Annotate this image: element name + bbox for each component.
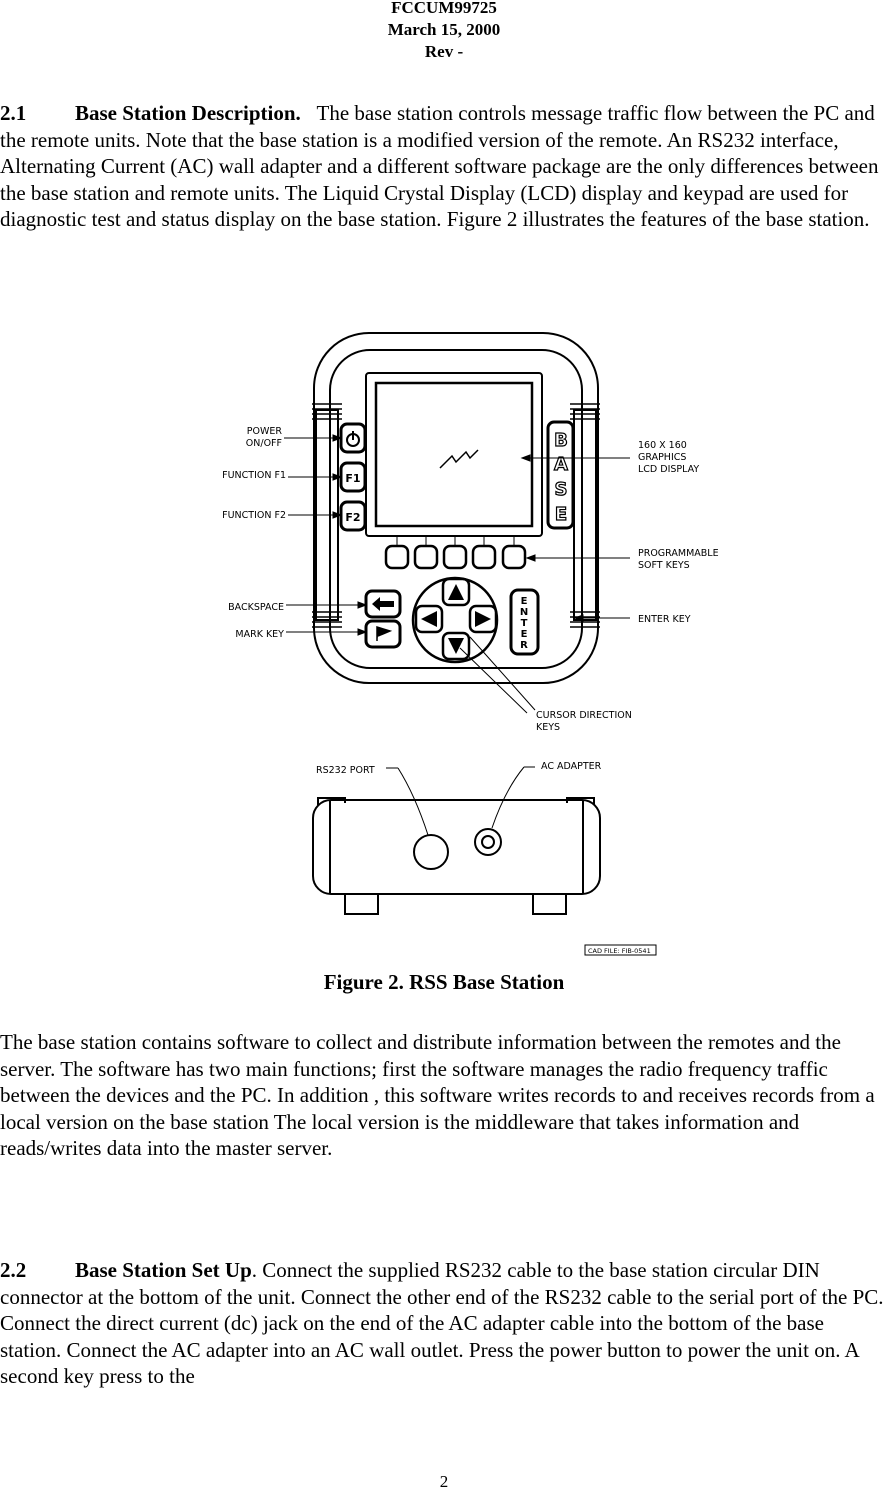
base-station-figure: F1 F2 B A S E [222,332,719,956]
label-function-f2: FUNCTION F2 [222,510,286,521]
label-backspace: BACKSPACE [228,602,284,613]
label-cursor-line2: KEYS [536,722,560,733]
software-paragraph: The base station contains software to co… [0,1030,875,1160]
enter-letter-5: R [520,640,528,651]
right-grip [573,409,597,621]
backspace-key [364,589,402,619]
base-letter-a: A [554,454,568,475]
label-cursor-line1: CURSOR DIRECTION [536,710,632,721]
page-number: 2 [439,1472,449,1491]
grip-ridges [312,403,600,628]
label-power-line2: ON/OFF [246,438,282,449]
mark-key [364,619,402,649]
base-letter-s: S [555,479,568,500]
section-2-1: 2.1 Base Station Description. The base st… [0,100,884,233]
cursor-direction-pad [411,576,499,664]
section-title: Base Station Description. [75,101,301,125]
base-badge: B A S E [546,420,575,530]
label-lcd-line2: GRAPHICS [638,452,686,463]
f2-key: F2 [339,500,367,532]
label-lcd-line3: LCD DISPLAY [638,464,699,475]
soft-keys [384,544,527,570]
label-soft-keys-line1: PROGRAMMABLE [638,548,719,559]
enter-letter-4: E [521,629,528,640]
device-inner-shell [329,349,583,669]
f1-key-label: F1 [345,472,360,485]
section-body: The base station controls message traffi… [0,101,879,231]
document-date: March 15, 2000 [387,20,501,39]
device-outer-shell [313,332,599,684]
label-mark-key: MARK KEY [235,629,284,640]
figure-caption: Figure 2. RSS Base Station [323,970,565,994]
ac-adapter-jack [474,828,502,856]
enter-key: E N T E R [509,588,540,656]
enter-letter-1: E [521,596,528,607]
document-revision: Rev - [424,42,464,61]
rs232-port [413,834,449,870]
power-key [339,422,367,454]
lcd-screen [374,381,534,528]
document-id: FCCUM99725 [391,0,497,17]
f1-key: F1 [339,461,367,493]
enter-letter-2: N [520,607,528,618]
label-soft-keys-line2: SOFT KEYS [638,560,690,571]
lcd-bezel [365,372,543,537]
label-enter-key: ENTER KEY [638,614,691,625]
label-power-line1: POWER [247,426,283,437]
base-letter-b: B [554,430,568,451]
f2-key-label: F2 [345,511,360,524]
section-number: 2.2 [0,1258,27,1282]
lcd-scribble [439,449,479,469]
label-lcd-line1: 160 X 160 [638,440,687,451]
section-body: . Connect the supplied RS232 cable to th… [0,1258,884,1388]
label-rs232-port: RS232 PORT [316,765,375,776]
section-title: Base Station Set Up [75,1258,252,1282]
section-2-2: 2.2 Base Station Set Up. Connect the supp… [0,1257,884,1390]
label-ac-adapter: AC ADAPTER [541,761,602,772]
enter-letter-3: T [521,618,528,629]
base-letter-e: E [555,504,567,525]
cad-file-label: CAD FILE: FIB-0541 [588,947,651,955]
section-number: 2.1 [0,101,27,125]
label-function-f1: FUNCTION F1 [222,470,286,481]
cad-file-box [584,944,657,956]
bottom-view [312,797,601,915]
leader-lines [284,434,630,714]
